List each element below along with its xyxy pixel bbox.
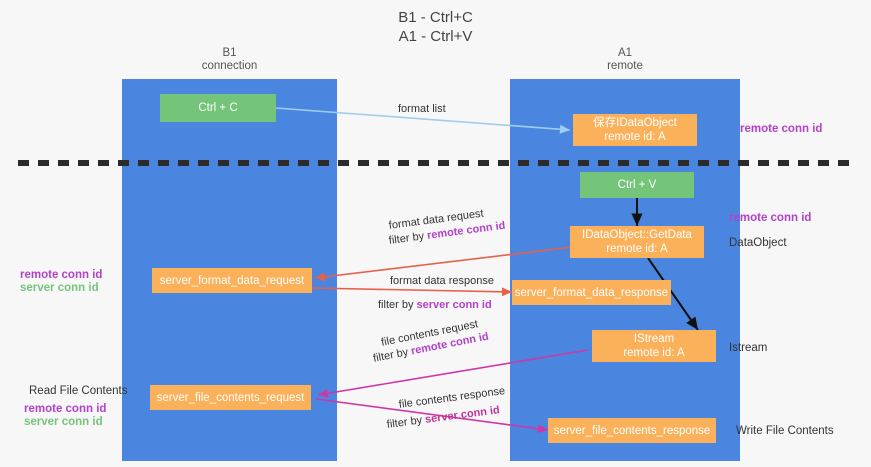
side-label-remote-conn-id-top: remote conn id <box>740 123 823 135</box>
box-idataobject-getdata[interactable]: IDataObject::GetData remote id: A <box>570 226 704 258</box>
edge-label-filter-server-conn-id-1: filter by server conn id <box>378 298 492 312</box>
side-label-left-remote-conn-id-2: remote conn id <box>24 403 107 415</box>
page-title: B1 - Ctrl+C A1 - Ctrl+V <box>398 9 473 45</box>
column-title-b1: B1 connection <box>201 47 258 72</box>
box-save-idataobject[interactable]: 保存IDataObject remote id: A <box>573 114 697 146</box>
arrow-format-data-response <box>311 287 513 297</box>
server-conn-id-text-1: server conn id <box>416 299 492 311</box>
side-label-dataobject: DataObject <box>729 237 787 249</box>
side-label-left-remote-conn-id-1: remote conn id <box>20 269 103 281</box>
arrow-getdata-istream <box>647 257 699 331</box>
arrow-format-list <box>275 107 571 134</box>
side-label-istream: Istream <box>729 342 768 354</box>
box-server-format-data-request[interactable]: server_format_data_request <box>152 268 312 293</box>
edge-label-format-data-response: format data response <box>390 275 494 287</box>
box-ctrl-c[interactable]: Ctrl + C <box>160 94 276 122</box>
side-label-read-file-contents: Read File Contents <box>29 385 128 397</box>
edge-label-format-list: format list <box>398 103 446 115</box>
column-title-a1: A1 remote <box>607 47 643 72</box>
box-server-file-contents-response[interactable]: server_file_contents_response <box>548 418 716 443</box>
box-ctrl-v[interactable]: Ctrl + V <box>580 172 694 198</box>
box-server-file-contents-request[interactable]: server_file_contents_request <box>150 385 311 410</box>
arrow-file-contents-response <box>315 398 549 434</box>
box-server-format-data-response[interactable]: server_format_data_response <box>512 280 671 305</box>
box-istream[interactable]: IStream remote id: A <box>592 330 716 362</box>
filter-by-text-2: filter by <box>378 299 417 311</box>
arrow-file-contents-request <box>317 349 589 398</box>
side-label-write-file-contents: Write File Contents <box>736 425 834 437</box>
side-label-left-server-conn-id-1: server conn id <box>20 282 99 294</box>
side-label-left-server-conn-id-2: server conn id <box>24 416 103 428</box>
arrow-format-data-request <box>314 246 574 282</box>
side-label-remote-conn-id-mid: remote conn id <box>729 212 812 224</box>
